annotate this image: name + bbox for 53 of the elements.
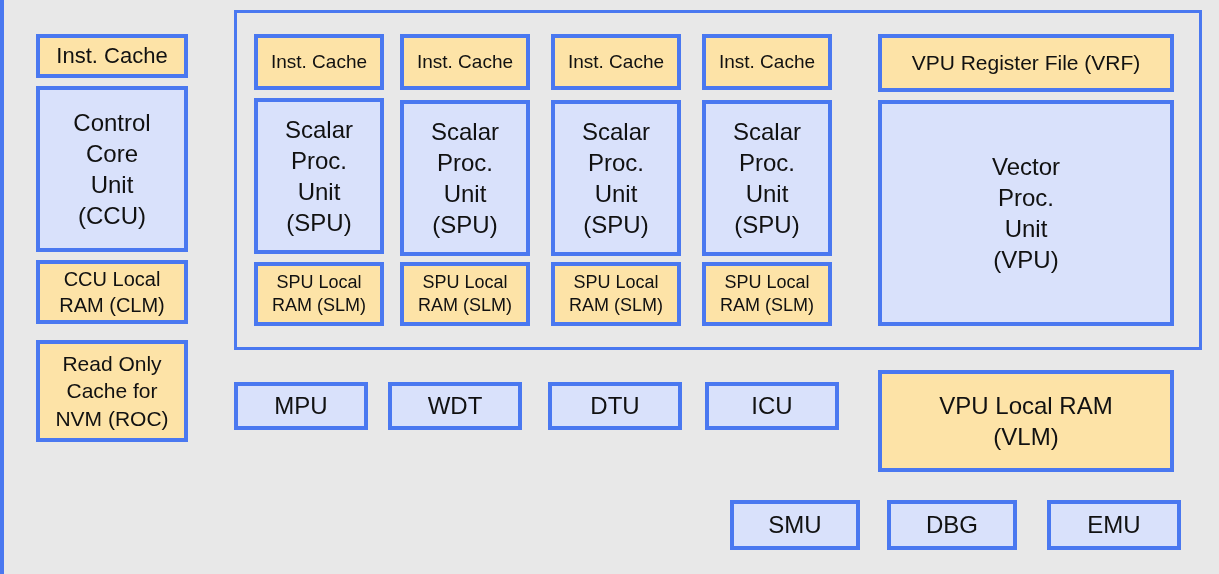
unit-box — [702, 100, 832, 256]
block-label: Scalar Proc. Unit (SPU) — [732, 116, 802, 241]
unit-box — [878, 100, 1174, 326]
block-label: SPU Local RAM (SLM) — [271, 270, 367, 317]
unit-box — [551, 100, 681, 256]
unit-box — [400, 100, 530, 256]
block-label: Scalar Proc. Unit (SPU) — [284, 114, 354, 239]
block-label: Control Core Unit (CCU) — [72, 107, 152, 232]
block-label: SPU Local RAM (SLM) — [417, 270, 513, 317]
block-label: Inst. Cache — [567, 49, 665, 74]
unit-box — [254, 98, 384, 254]
block-label: Inst. Cache — [56, 41, 168, 70]
memory-box — [36, 260, 188, 324]
block-label: EMU — [1087, 510, 1141, 541]
block-label: WDT — [427, 391, 483, 422]
block-label: Inst. Cache — [270, 49, 368, 74]
memory-box — [36, 340, 188, 442]
unit-box — [730, 500, 860, 550]
unit-box — [887, 500, 1017, 550]
block-label: SPU Local RAM (SLM) — [719, 270, 815, 317]
memory-box — [551, 34, 681, 90]
block-label: VPU Register File (VRF) — [911, 50, 1141, 77]
memory-box — [702, 34, 832, 90]
unit-box — [36, 86, 188, 252]
block-label: CCU Local RAM (CLM) — [58, 267, 166, 318]
unit-box — [705, 382, 839, 430]
block-label: Scalar Proc. Unit (SPU) — [430, 116, 500, 241]
block-label: MPU — [274, 391, 328, 422]
block-label: VPU Local RAM (VLM) — [938, 390, 1114, 452]
block-label: DBG — [926, 510, 978, 541]
block-label: Inst. Cache — [718, 49, 816, 74]
memory-box — [878, 370, 1174, 472]
cluster-frame — [234, 10, 1202, 350]
memory-box — [254, 34, 384, 90]
unit-box — [234, 382, 368, 430]
block-label: SMU — [768, 510, 822, 541]
block-label: Vector Proc. Unit (VPU) — [990, 151, 1061, 276]
block-label: Inst. Cache — [416, 49, 514, 74]
unit-box — [1047, 500, 1181, 550]
memory-box — [254, 262, 384, 326]
block-label: Scalar Proc. Unit (SPU) — [581, 116, 651, 241]
unit-box — [548, 382, 682, 430]
memory-box — [702, 262, 832, 326]
memory-box — [36, 34, 188, 78]
block-label: SPU Local RAM (SLM) — [568, 270, 664, 317]
block-label: ICU — [751, 391, 793, 422]
memory-box — [400, 262, 530, 326]
memory-box — [878, 34, 1174, 92]
unit-box — [388, 382, 522, 430]
block-label: Read Only Cache for NVM (ROC) — [54, 351, 170, 432]
memory-box — [400, 34, 530, 90]
block-label: DTU — [590, 391, 640, 422]
memory-box — [551, 262, 681, 326]
